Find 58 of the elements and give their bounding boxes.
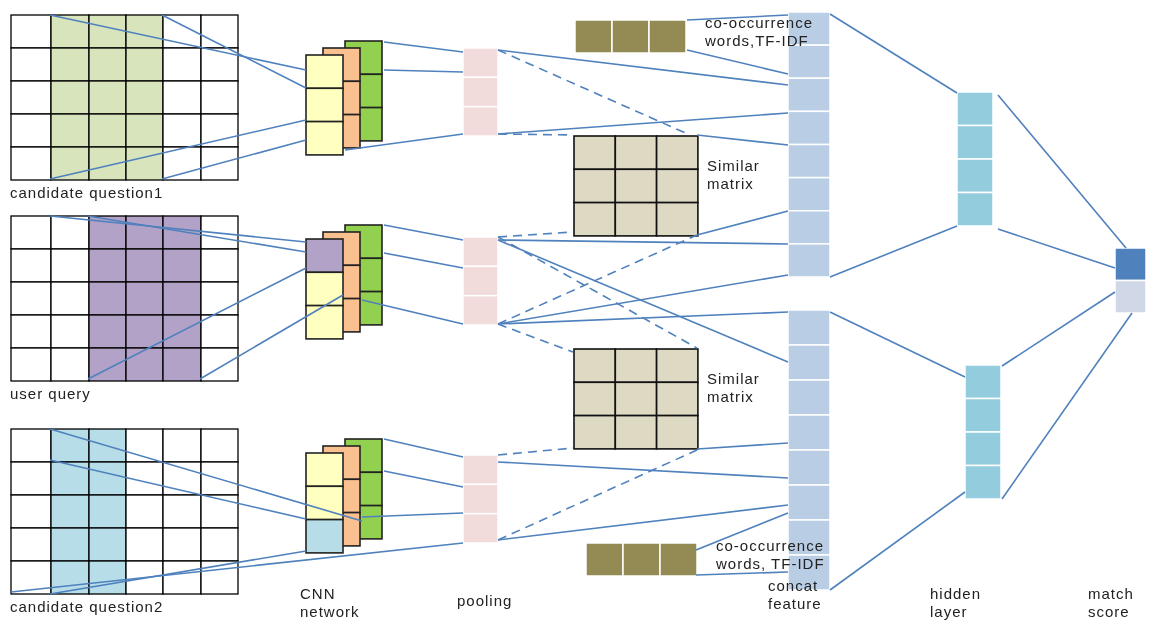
connector-line — [383, 470, 464, 488]
connector-line — [344, 133, 464, 151]
connector-line — [497, 461, 789, 479]
connector-line — [383, 41, 464, 53]
connector-line — [829, 311, 966, 378]
connector-line — [829, 491, 966, 591]
connector-line — [829, 225, 958, 278]
feature-caption: co-occurrence words,TF-IDF — [705, 14, 815, 50]
connector-line — [1001, 312, 1133, 500]
connector-line — [10, 542, 464, 593]
column-label: hidden layer — [930, 585, 983, 621]
connector-line — [383, 69, 464, 73]
connector-line — [497, 239, 789, 245]
connector-line — [696, 442, 789, 450]
connector-line — [497, 236, 698, 349]
matrix-caption: Similar matrix — [707, 157, 761, 193]
connector-line — [686, 14, 789, 21]
connector-line — [199, 294, 344, 380]
connector-line — [695, 571, 789, 576]
connector-line — [695, 512, 789, 551]
matrix-caption: candidate question2 — [10, 598, 165, 616]
connector-line — [49, 459, 307, 520]
connector-line — [383, 224, 464, 241]
connector-line — [49, 550, 307, 595]
connector-line — [497, 311, 789, 325]
connector-line — [161, 14, 307, 89]
connector-line — [497, 234, 698, 325]
connector-line — [686, 49, 789, 75]
connector-line — [49, 215, 307, 243]
connector-line — [383, 438, 464, 458]
column-label: CNN network — [300, 585, 361, 621]
connector-line — [361, 299, 464, 325]
connector-line — [497, 323, 574, 353]
matrix-caption: candidate question1 — [10, 184, 165, 202]
column-label: pooling — [457, 592, 514, 610]
matrix-caption: Similar matrix — [707, 370, 761, 406]
connector-line — [997, 228, 1116, 269]
connector-line — [497, 504, 789, 541]
connector-line — [997, 94, 1127, 249]
connector-line — [1001, 291, 1116, 367]
matrix-caption: user query — [10, 385, 92, 403]
connector-line — [49, 119, 307, 180]
connector-line — [696, 210, 789, 236]
connector-line — [383, 252, 464, 269]
connector-line — [497, 49, 789, 86]
connector-line — [497, 112, 789, 135]
connector-line — [87, 215, 307, 253]
column-label: concat feature — [768, 577, 823, 613]
connector-line — [49, 428, 363, 522]
connector-line — [497, 239, 789, 363]
connector-line — [87, 267, 307, 380]
connector-line — [361, 512, 464, 518]
connector-line — [696, 134, 789, 146]
connector-line — [829, 13, 958, 94]
connector-line — [497, 449, 698, 541]
column-label: match score — [1088, 585, 1135, 621]
connector-line — [49, 14, 307, 71]
connector-line — [161, 139, 307, 180]
